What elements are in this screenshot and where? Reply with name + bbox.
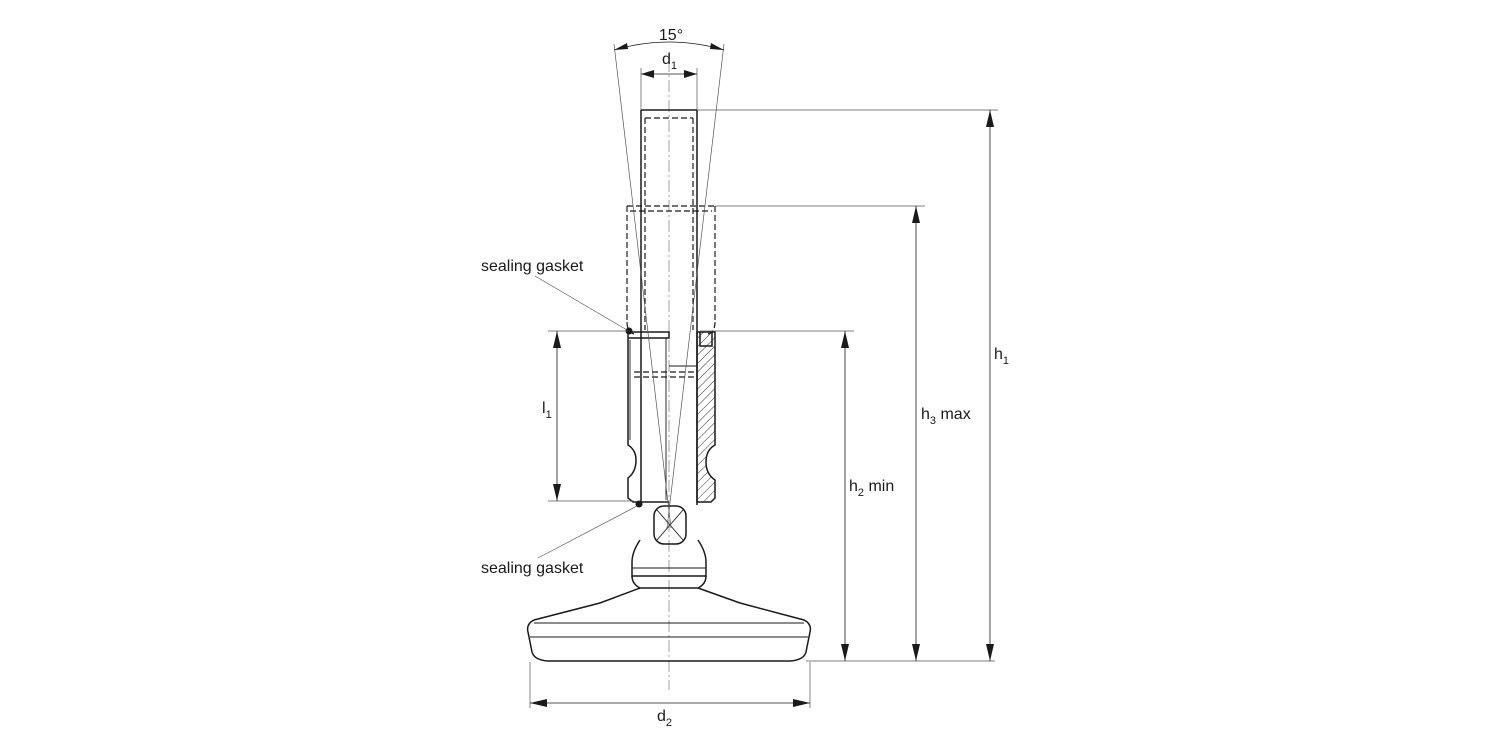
h1-label-main: h [994,346,1003,363]
h3-label-sub: 3 [930,415,936,427]
d2-label-sub: 2 [666,717,672,729]
foot-base [526,539,812,662]
d1-label-sub: 1 [671,60,677,72]
gasket-bottom-leader [537,505,638,559]
h2-label: h2 min [849,478,894,499]
gasket-top-label: sealing gasket [481,258,584,275]
h3-label-suffix: max [936,406,971,423]
h3-label-main: h [921,406,930,423]
h1-label: h1 [994,346,1009,367]
threaded-stud [640,109,698,505]
d2-label-main: d [657,708,666,725]
ball-joint [653,505,687,545]
h1-dimension [697,109,998,661]
h2-label-suffix: min [864,478,894,495]
sealing-gasket-top [625,327,633,335]
h2-label-main: h [849,478,858,495]
h1-label-sub: 1 [1003,355,1009,367]
sealing-gasket-bottom [635,500,643,508]
l1-dimension [548,330,634,502]
d1-label-main: d [662,51,671,68]
d2-label: d2 [657,708,672,729]
h2-label-sub: 2 [858,487,864,499]
nut-max-position [626,205,716,335]
h2-dimension [700,330,995,662]
d1-label: d1 [662,51,677,72]
l1-label-sub: 1 [546,409,552,421]
angle-label: 15° [659,27,683,44]
gasket-bottom-label: sealing gasket [481,560,584,577]
l1-label: l1 [542,400,552,421]
d2-dimension [529,662,811,708]
d1-dimension [640,68,698,110]
gasket-top-leader [534,275,628,331]
h3-label: h3 max [921,406,971,427]
l1-label-main: l [542,400,546,417]
h3-dimension [715,205,925,661]
tilt-lines [613,41,725,529]
